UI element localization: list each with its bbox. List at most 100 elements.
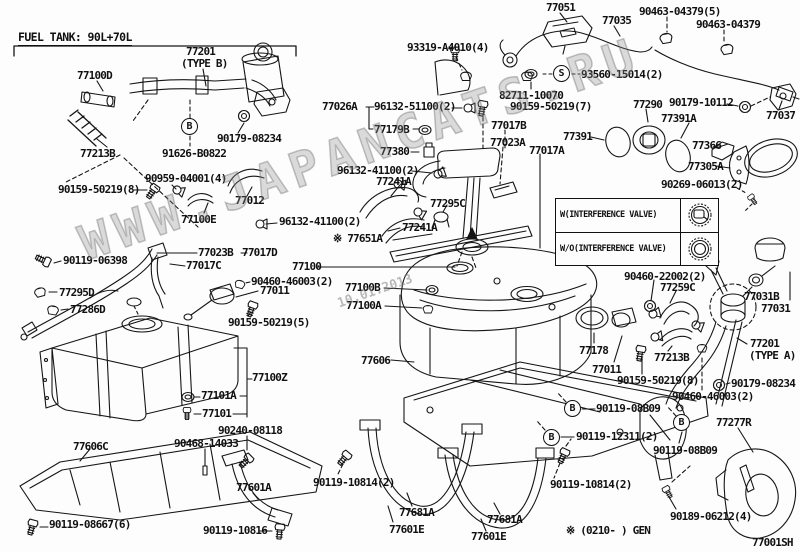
callout-circle-b: B bbox=[543, 429, 560, 446]
sub-fuel-tank-drawing bbox=[39, 297, 253, 422]
part-label-typea: (TYPE A) bbox=[749, 349, 796, 362]
part-label-77011: 77011 bbox=[592, 363, 622, 376]
part-label-90460460032: 90460-46003(2) bbox=[672, 390, 754, 403]
main-fuel-tank-drawing bbox=[399, 246, 598, 385]
part-label-77011: 77011 bbox=[260, 284, 290, 297]
part-label-77101: 77101 bbox=[202, 407, 232, 420]
part-label-77213b: 77213B bbox=[654, 351, 690, 364]
part-label-77295d: 77295D bbox=[59, 286, 95, 299]
part-label-96132511002: 96132-51100(2) bbox=[374, 100, 456, 113]
part-label-91626b0822: 91626-B0822 bbox=[162, 147, 227, 160]
part-label-93319a40104: 93319-A4010(4) bbox=[407, 41, 489, 54]
part-label-9017908234: 90179-08234 bbox=[731, 377, 796, 390]
part-label-77213b: 77213B bbox=[80, 147, 116, 160]
part-label-77023b: 77023B bbox=[198, 246, 234, 259]
breather-pipe-drawing bbox=[20, 242, 260, 341]
tank-protector-drawing bbox=[334, 359, 709, 532]
part-label-77031: 77031 bbox=[761, 302, 791, 315]
part-label-77201: 77201 bbox=[186, 45, 216, 58]
part-label-90460460032: 90460-46003(2) bbox=[251, 275, 333, 288]
part-label-77023a: 77023A bbox=[490, 136, 526, 149]
part-label-77295c: 77295C bbox=[430, 197, 466, 210]
table-row: W/O(INTERFERENCE VALVE) bbox=[556, 232, 718, 266]
part-label-77035: 77035 bbox=[602, 14, 632, 27]
page-title: FUEL TANK: 90L+70L bbox=[18, 30, 132, 46]
fuel-cap-without-valve-icon bbox=[681, 233, 718, 266]
part-label-9011910816: 90119-10816 bbox=[203, 524, 268, 537]
part-label-77017b: 77017B bbox=[491, 119, 527, 132]
part-label-77017c: 77017C bbox=[186, 259, 222, 272]
part-label-77391: 77391 bbox=[563, 130, 593, 143]
diagram-code: 77001SH bbox=[752, 536, 794, 549]
part-label-77606c: 77606C bbox=[73, 440, 109, 453]
fuel-pump-assembly-drawing bbox=[317, 46, 581, 314]
table-row: W(INTERFERENCE VALVE) bbox=[556, 199, 718, 233]
table-row-label: W/O(INTERFERENCE VALVE) bbox=[556, 232, 681, 265]
callout-circle-s: S bbox=[553, 65, 570, 82]
part-label-77606: 77606 bbox=[361, 354, 391, 367]
part-label-90959040014: 90959-04001(4) bbox=[145, 172, 227, 185]
part-label-90159502198: 90159-50219(8) bbox=[58, 183, 140, 196]
hose-leader-lines bbox=[650, 279, 677, 304]
part-label-77026a: 77026A bbox=[322, 100, 358, 113]
part-label-90269060132: 90269-06013(2) bbox=[661, 178, 743, 191]
part-label-77241a: 77241A bbox=[376, 175, 412, 188]
fuel-tank-group-bracket bbox=[13, 45, 297, 57]
part-label-77100d: 77100D bbox=[77, 69, 113, 82]
part-label-77100e: 77100E bbox=[181, 213, 217, 226]
part-label-77201: 77201 bbox=[750, 337, 780, 350]
part-label-77651a: ※ 77651A bbox=[333, 232, 383, 245]
part-label-77601e: 77601E bbox=[471, 530, 507, 543]
part-label-96132411002: 96132-41100(2) bbox=[337, 164, 419, 177]
part-label-77178: 77178 bbox=[579, 344, 609, 357]
part-label-90159502198: 90159-50219(8) bbox=[617, 374, 699, 387]
part-label-93560150142: 93560-15014(2) bbox=[581, 68, 663, 81]
part-label-77391a: 77391A bbox=[661, 112, 697, 125]
fuel-cap-with-valve-icon bbox=[681, 199, 718, 232]
part-label-77286d: 77286D bbox=[70, 303, 106, 316]
part-label-90119086676: 90119-08667(6) bbox=[49, 518, 131, 531]
part-label-77380: 77380 bbox=[380, 145, 410, 158]
part-label-77179b: 77179B bbox=[374, 123, 410, 136]
part-label-typeb: (TYPE B) bbox=[181, 57, 228, 70]
part-label-77259c: 77259C bbox=[660, 281, 696, 294]
part-label-90463043795: 90463-04379(5) bbox=[639, 5, 721, 18]
part-label-77241a: 77241A bbox=[402, 221, 438, 234]
part-label-77290: 77290 bbox=[633, 98, 663, 111]
part-label-90189062124: 90189-06212(4) bbox=[670, 510, 752, 523]
part-label-77051: 77051 bbox=[546, 1, 576, 14]
part-label-90119108142: 90119-10814(2) bbox=[550, 478, 632, 491]
production-note: ※ (0210- ) GEN bbox=[566, 524, 651, 537]
filler-pipe-type-b-drawing bbox=[65, 42, 291, 230]
part-label-77681a: 77681A bbox=[487, 513, 523, 526]
part-label-9017910112: 90179-10112 bbox=[669, 96, 734, 109]
part-label-90159502197: 90159-50219(7) bbox=[510, 100, 592, 113]
part-label-90159502195: 90159-50219(5) bbox=[228, 316, 310, 329]
part-label-9024008118: 90240-08118 bbox=[218, 424, 283, 437]
table-row-label: W(INTERFERENCE VALVE) bbox=[556, 199, 681, 232]
part-label-9046814033: 90468-14033 bbox=[174, 437, 239, 450]
sub-tank-protector-drawing bbox=[19, 431, 323, 540]
callout-circle-b: B bbox=[673, 414, 690, 431]
part-label-77017d: 77017D bbox=[242, 246, 278, 259]
part-label-9011908b09: 90119-08B09 bbox=[596, 402, 661, 415]
part-label-77601a: 77601A bbox=[236, 481, 272, 494]
part-label-90119108142: 90119-10814(2) bbox=[313, 476, 395, 489]
fuel-lid-cable-drawing bbox=[499, 12, 800, 114]
callout-leader-lines bbox=[536, 391, 683, 479]
part-label-77100: 77100 bbox=[292, 260, 322, 273]
part-label-77366: 77366 bbox=[692, 139, 722, 152]
part-label-77100b: 77100B bbox=[345, 281, 381, 294]
part-label-77100a: 77100A bbox=[346, 299, 382, 312]
part-label-8271110070: 82711-10070 bbox=[499, 89, 564, 102]
part-label-77305a: 77305A bbox=[688, 160, 724, 173]
part-label-9011908b09: 90119-08B09 bbox=[653, 444, 718, 457]
part-label-77017a: 77017A bbox=[529, 144, 565, 157]
part-label-77277r: 77277R bbox=[716, 416, 752, 429]
part-label-77681a: 77681A bbox=[399, 506, 435, 519]
interference-valve-table: W(INTERFERENCE VALVE) W/O(INTERFERENCE V… bbox=[555, 198, 719, 266]
part-label-77100z: 77100Z bbox=[252, 371, 288, 384]
filler-pipe-type-a-drawing bbox=[575, 237, 791, 481]
part-label-90460220022: 90460-22002(2) bbox=[624, 270, 706, 283]
